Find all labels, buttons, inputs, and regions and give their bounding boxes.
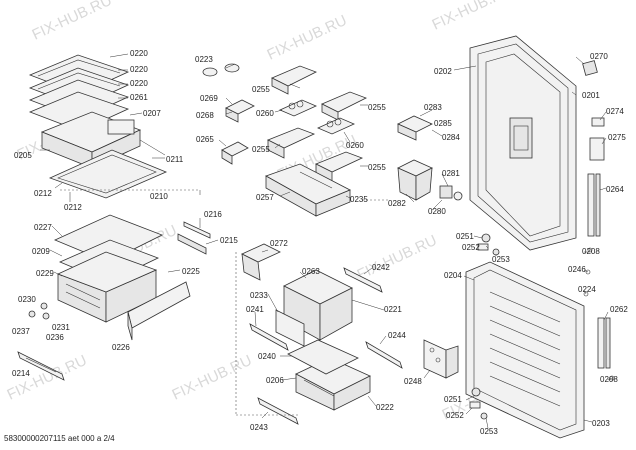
hinge-parts-lower bbox=[469, 269, 615, 420]
label-0253-b: 0253 bbox=[480, 427, 498, 436]
label-0285: 0285 bbox=[434, 119, 452, 128]
label-0225: 0225 bbox=[182, 267, 200, 276]
label-0255-a: 0255 bbox=[252, 85, 270, 94]
label-0260-a: 0260 bbox=[256, 109, 274, 118]
label-0252-b: 0252 bbox=[446, 411, 464, 420]
label-0211: 0211 bbox=[166, 155, 184, 164]
label-0274: 0274 bbox=[606, 107, 624, 116]
label-0212-a: 0212 bbox=[34, 189, 52, 198]
fridge-door bbox=[469, 35, 577, 251]
label-0240: 0240 bbox=[258, 352, 276, 361]
watermark: FIX-HUB.RU bbox=[430, 0, 515, 34]
label-0255-b: 0255 bbox=[368, 103, 386, 112]
label-0241: 0241 bbox=[246, 305, 264, 314]
label-0248: 0248 bbox=[404, 377, 422, 386]
label-0229: 0229 bbox=[36, 269, 54, 278]
label-0243: 0243 bbox=[250, 423, 268, 432]
label-0283: 0283 bbox=[424, 103, 442, 112]
label-0223: 0223 bbox=[195, 55, 213, 64]
label-0275: 0275 bbox=[608, 133, 626, 142]
door-bins bbox=[202, 63, 367, 217]
label-0231: 0231 bbox=[52, 323, 70, 332]
label-0281: 0281 bbox=[442, 169, 460, 178]
document-footer-code: 58300000207115 aet 000 a 2/4 bbox=[4, 434, 115, 443]
label-0208-a: 0208 bbox=[582, 247, 600, 256]
label-0264: 0264 bbox=[606, 185, 624, 194]
label-0246: 0246 bbox=[568, 265, 586, 274]
label-0244: 0244 bbox=[388, 331, 406, 340]
label-0207: 0207 bbox=[143, 109, 161, 118]
leader-lines bbox=[40, 53, 613, 429]
drawer-rails bbox=[177, 221, 211, 255]
label-0224: 0224 bbox=[578, 285, 596, 294]
label-0251-b: 0251 bbox=[444, 395, 462, 404]
freezer-rails bbox=[249, 267, 403, 425]
hinge-plate bbox=[423, 339, 459, 379]
label-0251-a: 0251 bbox=[456, 232, 474, 241]
label-0202: 0202 bbox=[434, 67, 452, 76]
ice-maker-parts bbox=[397, 115, 463, 201]
door-hardware bbox=[582, 60, 605, 237]
label-0201: 0201 bbox=[582, 91, 600, 100]
label-0270: 0270 bbox=[590, 52, 608, 61]
label-0255-d: 0255 bbox=[368, 163, 386, 172]
label-0222: 0222 bbox=[376, 403, 394, 412]
label-0252-a: 0252 bbox=[462, 243, 480, 252]
label-0216: 0216 bbox=[204, 210, 222, 219]
label-0242: 0242 bbox=[372, 263, 390, 272]
label-0220-a: 0220 bbox=[130, 49, 148, 58]
label-0262: 0262 bbox=[610, 305, 628, 314]
freezer-door bbox=[465, 261, 585, 439]
hinge-parts-upper bbox=[477, 233, 593, 256]
label-0226: 0226 bbox=[112, 343, 130, 352]
label-0260-b: 0260 bbox=[346, 141, 364, 150]
label-0237: 0237 bbox=[12, 327, 30, 336]
watermark: FIX-HUB.RU bbox=[355, 232, 440, 284]
watermark: FIX-HUB.RU bbox=[30, 0, 115, 44]
label-0215: 0215 bbox=[220, 236, 238, 245]
label-0206: 0206 bbox=[266, 376, 284, 385]
drawer-slide-rail bbox=[17, 351, 65, 381]
label-0280: 0280 bbox=[428, 207, 446, 216]
label-0212-b: 0212 bbox=[64, 203, 82, 212]
small-fasteners bbox=[28, 302, 50, 320]
label-0220-c: 0220 bbox=[130, 79, 148, 88]
label-0214: 0214 bbox=[12, 369, 30, 378]
label-0227: 0227 bbox=[34, 223, 52, 232]
label-0208-b: 0208 bbox=[600, 375, 618, 384]
label-0233: 0233 bbox=[250, 291, 268, 300]
label-0268: 0268 bbox=[196, 111, 214, 120]
freezer-door-handle bbox=[597, 317, 611, 369]
label-0263: 0263 bbox=[302, 267, 320, 276]
label-0235: 0235 bbox=[350, 195, 368, 204]
crisper-drawer-assembly bbox=[53, 214, 163, 323]
label-0220-b: 0220 bbox=[130, 65, 148, 74]
freezer-drawers bbox=[241, 243, 371, 411]
label-0257: 0257 bbox=[256, 193, 274, 202]
label-0221: 0221 bbox=[384, 305, 402, 314]
door-liner-ribs bbox=[489, 291, 561, 407]
label-0236: 0236 bbox=[46, 333, 64, 342]
drawer-front-panel bbox=[127, 281, 191, 341]
glass-shelf-stack bbox=[28, 54, 130, 132]
label-0210: 0210 bbox=[150, 192, 168, 201]
framed-glass-shelf bbox=[48, 139, 168, 199]
watermark: FIX-HUB.RU bbox=[265, 12, 350, 64]
label-0230: 0230 bbox=[18, 295, 36, 304]
label-0209: 0209 bbox=[32, 247, 50, 256]
label-0284: 0284 bbox=[442, 133, 460, 142]
label-0253-a: 0253 bbox=[492, 255, 510, 264]
label-0272: 0272 bbox=[270, 239, 288, 248]
label-0261: 0261 bbox=[130, 93, 148, 102]
label-0205: 0205 bbox=[14, 151, 32, 160]
label-0265: 0265 bbox=[196, 135, 214, 144]
label-0203: 0203 bbox=[592, 419, 610, 428]
label-0204: 0204 bbox=[444, 271, 462, 280]
label-0269: 0269 bbox=[200, 94, 218, 103]
part-labels: 0220 0220 0220 0261 0207 0205 0211 0212 … bbox=[12, 49, 628, 436]
label-0282: 0282 bbox=[388, 199, 406, 208]
label-0255-c: 0255 bbox=[252, 145, 270, 154]
watermark: FIX-HUB.RU bbox=[170, 352, 255, 404]
